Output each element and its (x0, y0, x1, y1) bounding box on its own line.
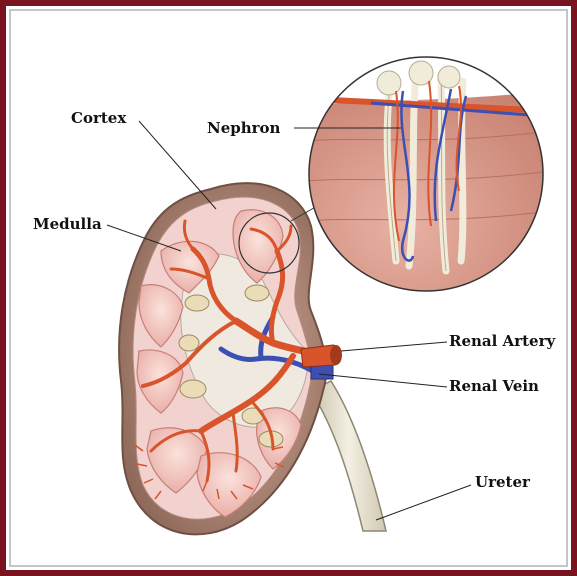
kidney-diagram: Cortex Nephron Medulla Renal Artery Rena… (11, 11, 568, 567)
label-cortex: Cortex (71, 109, 127, 127)
nephron-magnification (301, 51, 561, 311)
label-medulla: Medulla (33, 215, 102, 233)
label-nephron: Nephron (207, 119, 281, 137)
label-renal-artery: Renal Artery (449, 332, 556, 350)
renal-artery-opening (330, 345, 342, 365)
figure-panel: Cortex Nephron Medulla Renal Artery Rena… (9, 9, 568, 567)
label-renal-vein: Renal Vein (449, 377, 539, 395)
label-ureter: Ureter (475, 473, 531, 491)
ureter (311, 381, 386, 531)
